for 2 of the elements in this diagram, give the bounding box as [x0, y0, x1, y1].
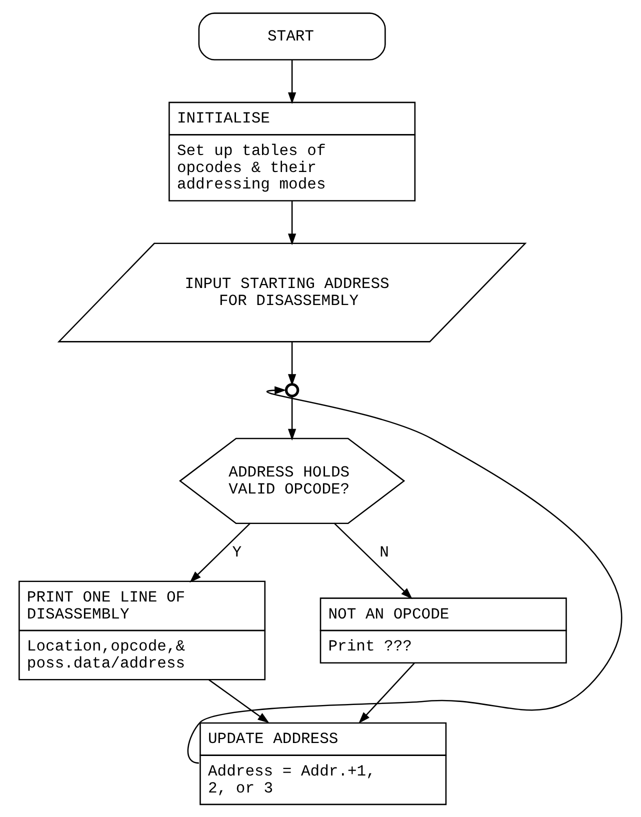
edge-label: N: [380, 543, 389, 562]
edge-label: Y: [232, 543, 242, 562]
